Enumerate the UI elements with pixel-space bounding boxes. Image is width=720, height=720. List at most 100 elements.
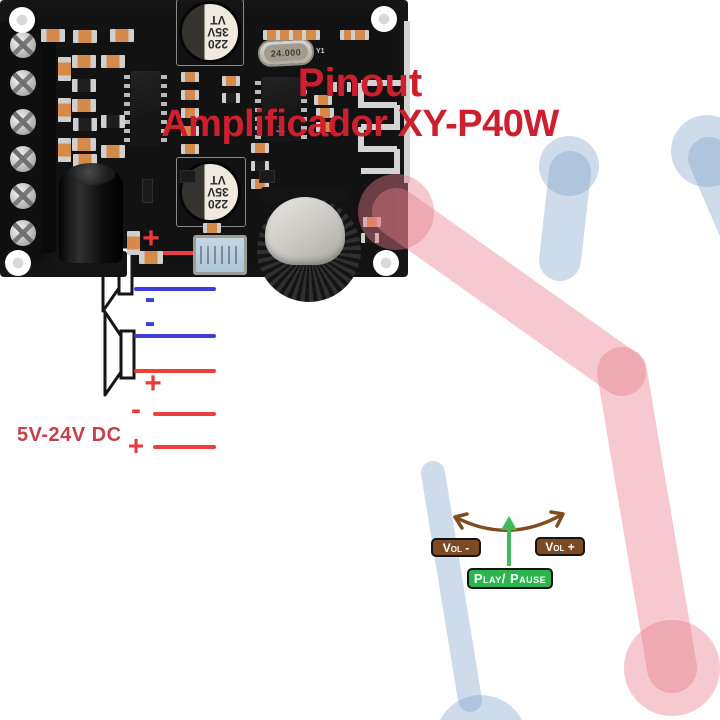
resistor	[41, 29, 65, 42]
capacitor-brand: VT	[210, 13, 226, 27]
page-title: Pinout Amplificador XY-P40W	[0, 62, 720, 144]
vol-minus-badge: Vol -	[431, 538, 481, 557]
ic-pins	[124, 75, 130, 143]
terminal-screw	[10, 220, 36, 246]
title-line2: Amplificador XY-P40W	[161, 103, 559, 145]
capacitor-top: 220 35V VT	[179, 1, 241, 63]
dc-jack-barrel	[59, 171, 123, 263]
resistor	[181, 72, 199, 82]
arrowhead-up	[501, 516, 517, 530]
deco-blue-line	[688, 137, 720, 237]
resistor	[58, 138, 71, 162]
title-line1: Pinout	[297, 61, 423, 105]
bluetooth-ic	[262, 77, 301, 141]
label-dc-minus: -	[131, 393, 141, 426]
resistor	[361, 233, 379, 243]
resistor	[316, 108, 334, 118]
mounting-hole	[373, 250, 399, 276]
amplifier-ic	[131, 71, 161, 146]
resistor	[203, 223, 221, 233]
capacitor-value: 220	[208, 37, 229, 51]
dc-jack-rim	[67, 163, 115, 185]
resistor	[72, 79, 96, 92]
resistor	[181, 144, 199, 154]
capacitor-voltage: 35V	[207, 185, 229, 199]
resistor	[72, 99, 96, 112]
resistor	[333, 82, 351, 92]
blue-component-markings	[200, 246, 240, 264]
knob-housing	[261, 187, 349, 203]
terminal-screw	[10, 183, 36, 209]
resistor	[110, 29, 134, 42]
resistor	[72, 138, 96, 151]
resistor	[73, 30, 97, 43]
resistor	[181, 108, 199, 118]
resistor	[363, 217, 381, 227]
wire-speaker2-minus	[134, 334, 216, 338]
resistor	[263, 30, 281, 40]
resistor	[181, 126, 199, 136]
ic-pins	[301, 81, 307, 139]
crystal-label: 24.000	[263, 42, 309, 63]
resistor	[139, 251, 163, 264]
deco-pink-line	[372, 188, 646, 396]
vol-plus-badge: Vol +	[535, 537, 585, 556]
resistor	[101, 145, 125, 158]
resistor	[72, 55, 96, 68]
resistor	[101, 55, 125, 68]
resistor	[127, 231, 140, 255]
play-pause-badge: Play/ Pause	[467, 568, 553, 589]
label-speaker1-minus: -	[144, 279, 156, 316]
label-speaker2-minus: -	[144, 303, 156, 340]
resistor	[222, 76, 240, 86]
resistor	[289, 30, 307, 40]
wire-speaker1-plus	[134, 251, 216, 255]
deco-blue-line	[539, 151, 591, 281]
deco-blue-circle	[440, 695, 522, 720]
arrowhead-left	[453, 512, 469, 530]
smd-chip	[259, 170, 275, 183]
wire-dc-plus	[153, 445, 216, 449]
label-dc-plus: +	[127, 430, 145, 461]
deco-pink-line	[597, 347, 697, 693]
bluetooth-antenna	[358, 21, 410, 183]
resistor	[251, 179, 269, 189]
terminal-screw	[10, 109, 36, 135]
resistor	[58, 98, 71, 122]
resistor	[251, 161, 269, 171]
wire-speaker2-plus	[134, 369, 216, 373]
label-speaker1-plus: +	[142, 222, 160, 255]
speaker-icon-bottom	[103, 310, 136, 397]
wire-dc-minus	[153, 412, 216, 416]
smd-chip	[180, 170, 196, 183]
smd-chip	[142, 179, 153, 203]
volume-rotate-arrow	[454, 512, 564, 533]
mounting-hole	[5, 250, 31, 276]
terminal-screw	[10, 32, 36, 58]
capacitor-brand: VT	[210, 173, 226, 187]
resistor	[101, 115, 125, 128]
ic-pins	[255, 81, 261, 139]
deco-blue-circle	[539, 136, 599, 196]
terminal-block-inner	[41, 29, 56, 253]
capacitor-value: 220	[208, 197, 229, 211]
resistor	[251, 143, 269, 153]
resistor	[222, 93, 240, 103]
ic-pins	[161, 75, 167, 143]
arrowhead-right	[549, 510, 565, 528]
bluetooth-ic-logo: JL	[276, 125, 286, 134]
knob-metal-cap	[265, 197, 345, 265]
pcb-board: 220 35V VT 220 35V VT 24.000 Y1 JL	[0, 0, 410, 302]
crystal-ref: Y1	[316, 48, 325, 55]
deco-pink-circle	[624, 620, 720, 716]
resistor	[302, 30, 320, 40]
resistor	[73, 118, 97, 131]
deco-blue-line	[421, 461, 482, 712]
terminal-screw	[10, 70, 36, 96]
capacitor-voltage: 35V	[207, 25, 229, 39]
dc-voltage-label: 5V-24V DC	[17, 424, 122, 446]
silkscreen-box	[176, 0, 244, 66]
resistor	[351, 30, 369, 40]
resistor	[316, 122, 334, 132]
